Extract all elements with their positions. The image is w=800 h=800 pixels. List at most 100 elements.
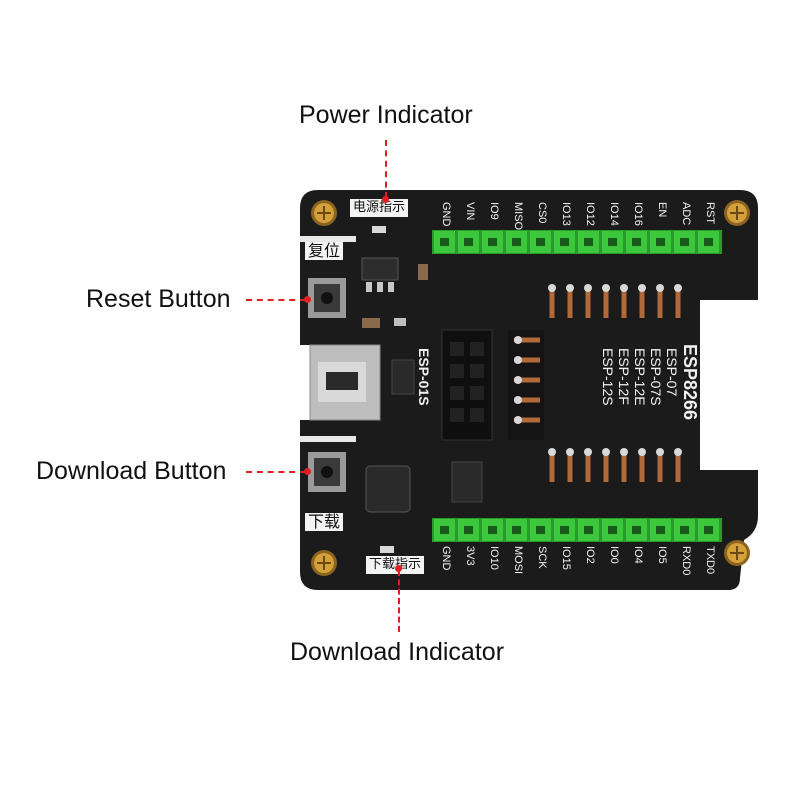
header-pin-hole: [608, 526, 617, 534]
spring-pin-tip: [566, 284, 574, 292]
header-pin-hole: [704, 238, 713, 246]
spring-pin-tip: [584, 284, 592, 292]
pin-label: IO15: [560, 546, 572, 570]
reset-button-dot: [304, 296, 311, 303]
header-pin-hole: [632, 238, 641, 246]
header-pin-hole: [488, 526, 497, 534]
spring-pin-tip: [548, 448, 556, 456]
capacitor: [362, 318, 380, 328]
screw-top-right: [724, 200, 750, 226]
module-name: ESP-12E: [632, 348, 648, 406]
pin-label: RXD0: [680, 546, 692, 576]
pin-label: ADC: [680, 202, 692, 226]
spring-pin-tip: [514, 396, 522, 404]
screw-bottom-right: [724, 540, 750, 566]
download-led: [380, 546, 394, 553]
header-pin-hole: [656, 238, 665, 246]
spring-pin-tip: [584, 448, 592, 456]
pin-label: IO5: [656, 546, 668, 564]
header-pin-hole: [440, 526, 449, 534]
pin-label: GND: [440, 202, 452, 227]
pin-label: IO0: [608, 546, 620, 564]
pin-label: MOSI: [512, 546, 524, 575]
header-pin-hole: [464, 238, 473, 246]
header-pin-hole: [632, 526, 641, 534]
screw-bottom-left: [311, 550, 337, 576]
module-name: ESP-12S: [600, 348, 616, 406]
pin-label: IO10: [488, 546, 500, 570]
pin-label: 3V3: [464, 546, 476, 566]
download-indicator-dot: [395, 565, 402, 572]
spring-pin-tip: [602, 448, 610, 456]
voltage-regulator: [361, 257, 399, 281]
esp8266-title: ESP8266: [680, 344, 700, 421]
header-pin-hole: [680, 526, 689, 534]
header-pin-hole: [560, 238, 569, 246]
download-indicator-callout: Download Indicator: [290, 638, 505, 666]
download-button-dot: [304, 468, 311, 475]
pin-label: IO9: [488, 202, 500, 220]
header-pin-hole: [464, 526, 473, 534]
power-indicator-label: 电源指示: [350, 199, 409, 217]
spring-pin-tip: [656, 448, 664, 456]
pin-label: EN: [656, 202, 668, 218]
header-pin-hole: [512, 238, 521, 246]
pin-label: CS0: [536, 202, 548, 224]
header-pin-hole: [536, 238, 545, 246]
spring-pin-tip: [674, 284, 682, 292]
usb-uart-chip: [365, 465, 411, 513]
header-pin-hole: [488, 238, 497, 246]
spring-pin-tip: [620, 448, 628, 456]
spring-pin-tip: [514, 376, 522, 384]
capacitor: [394, 318, 406, 326]
header-pin-hole: [584, 526, 593, 534]
reset-button-line: [246, 299, 306, 301]
pin-label: VIN: [464, 202, 476, 221]
download-button-line: [246, 471, 306, 473]
spring-pin-tip: [548, 284, 556, 292]
header-pin-hole: [536, 526, 545, 534]
pin-label: IO13: [560, 202, 572, 226]
pin-label: IO4: [632, 546, 644, 564]
reset-button-callout: Reset Button: [86, 285, 231, 313]
bottom-header: [432, 518, 722, 542]
micro-usb-port-svg: [309, 344, 381, 421]
spring-pin-tip: [620, 284, 628, 292]
spring-pin-tip: [638, 284, 646, 292]
header-pin-hole: [680, 238, 689, 246]
module-name: ESP-07: [664, 348, 680, 397]
spring-pin-tip: [638, 448, 646, 456]
download-indicator-label: 下载指示: [366, 556, 425, 574]
header-pin-hole: [584, 238, 593, 246]
pcb-cutout-left-usb: [300, 345, 312, 420]
header-pin-hole: [512, 526, 521, 534]
spring-pin-tip: [602, 284, 610, 292]
top-header: [432, 230, 722, 254]
small-ic: [451, 461, 483, 503]
spring-pin-tip: [656, 284, 664, 292]
module-name: ESP-12F: [616, 348, 632, 405]
screw-top-left: [311, 200, 337, 226]
download-button-svg: [308, 452, 346, 492]
header-pin-hole: [560, 526, 569, 534]
download-indicator-line: [398, 570, 400, 632]
power-indicator-callout: Power Indicator: [299, 101, 473, 129]
header-pin-hole: [440, 238, 449, 246]
pin-label: GND: [440, 546, 452, 571]
pin-label: SCK: [536, 546, 548, 569]
reset-button-svg: [308, 278, 346, 318]
download-button-callout: Download Button: [36, 457, 227, 485]
spring-pin-tip: [514, 416, 522, 424]
spring-pin-tip: [514, 336, 522, 344]
header-pin-hole: [656, 526, 665, 534]
header-pin-hole: [704, 526, 713, 534]
esp01s-label: ESP-01S: [416, 348, 432, 406]
spring-pin-tip: [674, 448, 682, 456]
pin-label: TXD0: [704, 546, 716, 575]
esp-module-socket: [508, 284, 682, 482]
pin-label: MISO: [512, 202, 524, 231]
module-name: ESP-07S: [648, 348, 664, 406]
pin-label: IO2: [584, 546, 596, 564]
reset-label: 复位: [305, 242, 344, 260]
